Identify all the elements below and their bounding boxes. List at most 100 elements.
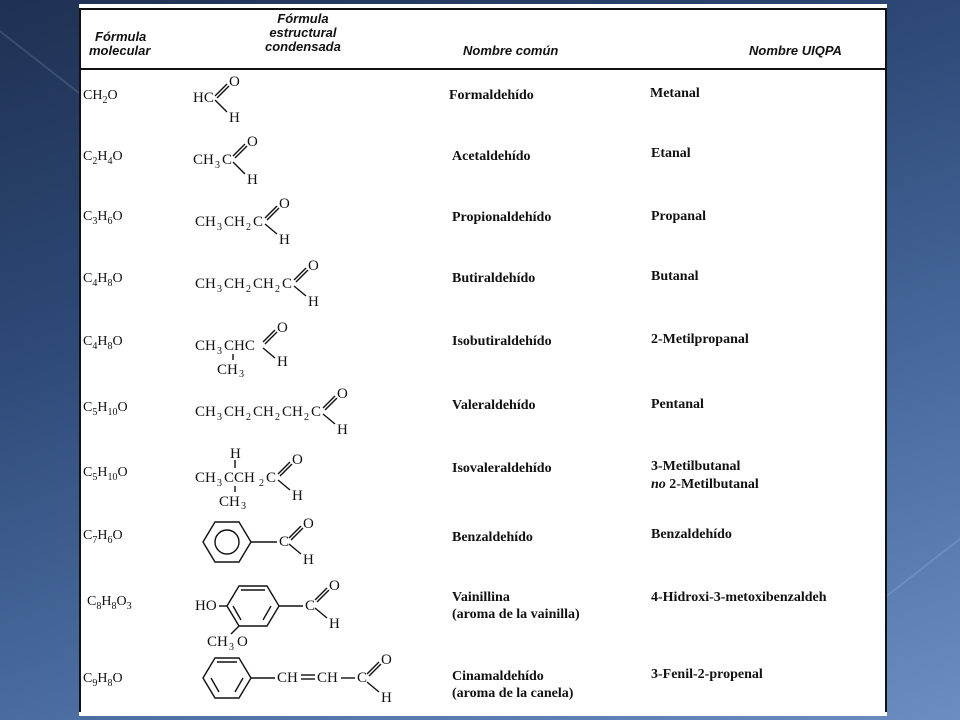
molecular-formula: CH2O [83, 88, 118, 106]
header-molecular-line1: Fórmula [95, 29, 147, 44]
iupac-name: Pentanal [651, 397, 704, 412]
svg-text:2: 2 [246, 222, 251, 233]
common-name: Benzaldehído [452, 530, 533, 545]
svg-text:2: 2 [246, 284, 251, 295]
iupac-name: 2-Metilpropanal [651, 332, 749, 347]
common-name: Propionaldehído [452, 210, 552, 225]
structure-isovaleraldehyde: H CH 3 CCH 2 C O H CH 3 [195, 446, 303, 512]
svg-text:CHC: CHC [224, 338, 255, 354]
svg-text:CH: CH [193, 152, 214, 168]
common-name-note: (aroma de la canela) [452, 686, 574, 701]
svg-text:CH: CH [224, 404, 245, 420]
svg-text:H: H [292, 488, 303, 504]
structure-benzaldehyde: C O H [202, 516, 314, 568]
common-name: Cinamaldehído [452, 669, 544, 684]
svg-text:CH: CH [253, 276, 274, 292]
svg-text:C: C [253, 214, 263, 230]
svg-text:O: O [237, 634, 248, 650]
svg-text:C: C [311, 404, 321, 420]
svg-text:CH: CH [195, 338, 216, 354]
molecular-formula: C4H8O [83, 271, 123, 289]
svg-text:O: O [308, 258, 319, 274]
svg-text:H: H [337, 422, 348, 438]
svg-text:H: H [303, 552, 314, 568]
structure-butyraldehyde: CH 3 CH 2 CH 2 C O H [195, 258, 319, 310]
svg-text:CH: CH [317, 670, 338, 686]
header-condensed-line1: Fórmula [277, 11, 329, 26]
svg-text:H: H [329, 616, 340, 632]
iupac-name: 3-Fenil-2-propenal [651, 667, 763, 682]
background-decoration [880, 526, 960, 602]
common-name: Acetaldehído [452, 149, 531, 164]
svg-text:CH: CH [217, 362, 238, 378]
svg-text:H: H [277, 354, 288, 370]
svg-text:O: O [279, 196, 290, 212]
svg-text:HO: HO [195, 598, 217, 614]
svg-text:CCH: CCH [224, 470, 255, 486]
svg-text:2: 2 [304, 412, 309, 423]
svg-text:H: H [308, 294, 319, 310]
molecular-formula: C5H10O [83, 400, 128, 418]
svg-text:3: 3 [229, 642, 234, 653]
molecular-formula: C3H6O [83, 209, 123, 227]
svg-text:C: C [222, 152, 232, 168]
svg-text:CH: CH [253, 404, 274, 420]
common-name: Valeraldehído [452, 398, 536, 413]
table-left-rule [79, 8, 81, 712]
svg-text:3: 3 [217, 478, 222, 489]
common-name: Formaldehído [449, 88, 534, 103]
molecular-formula: C9H8O [83, 671, 123, 689]
table-right-rule [885, 8, 887, 712]
svg-text:3: 3 [217, 346, 222, 357]
common-name: Isobutiraldehído [452, 334, 552, 349]
svg-text:H: H [279, 232, 290, 248]
svg-text:H: H [229, 110, 240, 126]
svg-text:H: H [247, 172, 258, 188]
svg-text:O: O [337, 386, 348, 402]
svg-text:CH: CH [195, 470, 216, 486]
svg-text:3: 3 [217, 222, 222, 233]
iupac-name: Metanal [650, 86, 700, 101]
svg-text:3: 3 [217, 284, 222, 295]
molecular-formula: C5H10O [83, 465, 128, 483]
molecular-formula: C8H8O3 [87, 594, 132, 612]
svg-text:CH: CH [224, 276, 245, 292]
structure-vanillin: HO C O H CH 3 O [195, 578, 340, 653]
aldehyde-table-sheet: Fórmula molecular Fórmula estructural co… [79, 4, 887, 716]
header-iupac-name: Nombre UIQPA [749, 43, 842, 58]
molecular-formula: C2H4O [83, 149, 123, 167]
svg-text:O: O [292, 452, 303, 468]
common-name-note: (aroma de la vainilla) [452, 607, 580, 622]
structure-acetaldehyde: CH 3 C O H [193, 134, 258, 188]
common-name: Vainillina [452, 590, 510, 605]
svg-text:3: 3 [217, 412, 222, 423]
svg-text:H: H [381, 690, 392, 706]
table-top-rule [79, 8, 887, 10]
svg-text:CH: CH [224, 214, 245, 230]
svg-text:HC: HC [193, 90, 214, 106]
svg-text:H: H [230, 446, 241, 462]
iupac-name: Butanal [651, 269, 699, 284]
iupac-name: 4-Hidroxi-3-metoxibenzaldeh [651, 590, 827, 605]
svg-text:O: O [229, 74, 240, 90]
svg-text:C: C [305, 598, 315, 614]
svg-text:C: C [357, 670, 367, 686]
svg-text:2: 2 [246, 412, 251, 423]
structure-formaldehyde: HC O H [193, 74, 240, 126]
header-condensed-line2: estructural [269, 25, 337, 40]
svg-text:CH: CH [277, 670, 298, 686]
iupac-name: Propanal [651, 209, 706, 224]
svg-text:CH: CH [195, 214, 216, 230]
molecular-formula: C7H6O [83, 528, 123, 546]
svg-text:3: 3 [241, 501, 246, 512]
svg-text:CH: CH [195, 404, 216, 420]
common-name: Butiraldehído [452, 271, 536, 286]
common-name: Isovaleraldehído [452, 461, 552, 476]
iupac-name-note: no 2-Metilbutanal [651, 477, 759, 492]
svg-text:CH: CH [195, 276, 216, 292]
svg-text:O: O [381, 652, 392, 668]
svg-text:C: C [282, 276, 292, 292]
svg-text:2: 2 [275, 284, 280, 295]
iupac-name: Benzaldehído [651, 527, 732, 542]
header-common-name: Nombre común [463, 43, 559, 58]
